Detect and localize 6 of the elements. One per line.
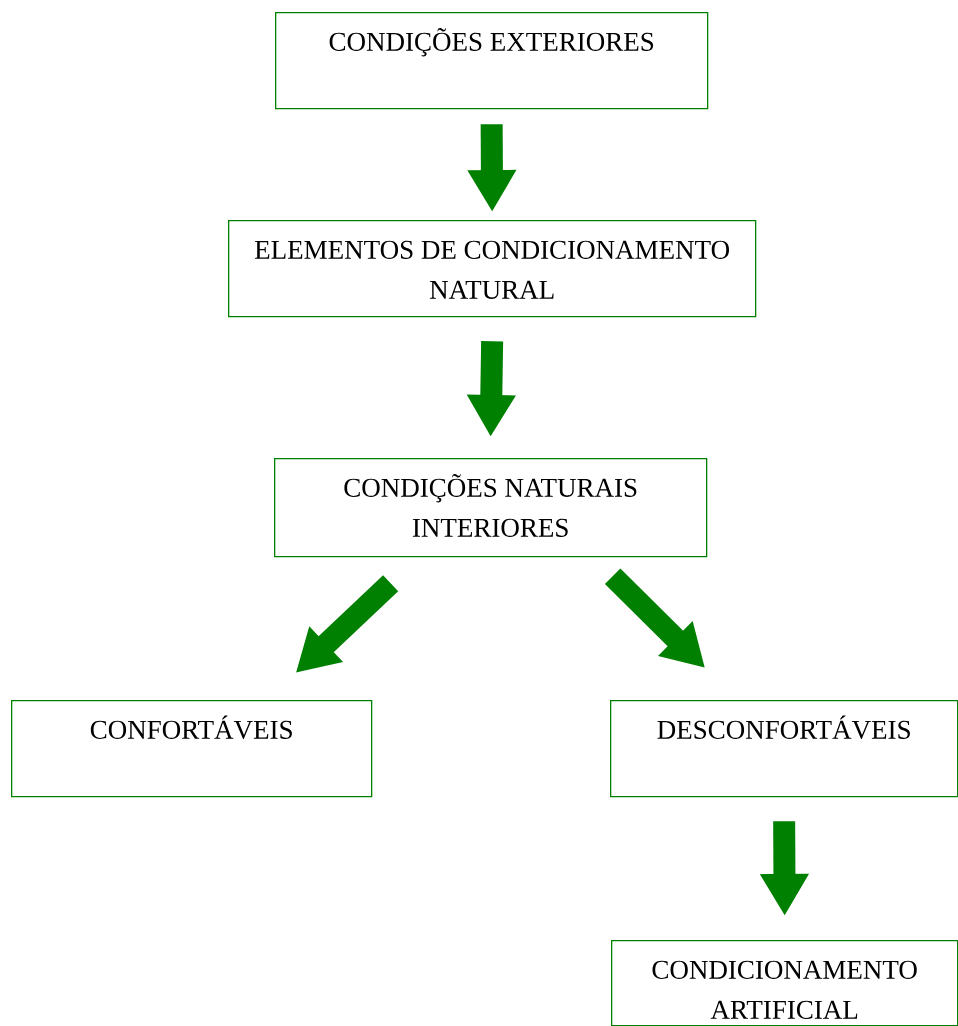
text-box: ELEMENTOS DE CONDICIONAMENTO NATURAL [228, 220, 757, 318]
text-box: CONFORTÁVEIS [11, 700, 373, 798]
text-box: CONDIÇÕES EXTERIORES [275, 12, 709, 110]
text-box: CONDIÇÕES NATURAIS INTERIORES [274, 458, 708, 558]
text-box: DESCONFORTÁVEIS [610, 700, 958, 798]
text-box: CONDICIONAMENTO ARTIFICIAL [611, 940, 958, 1026]
